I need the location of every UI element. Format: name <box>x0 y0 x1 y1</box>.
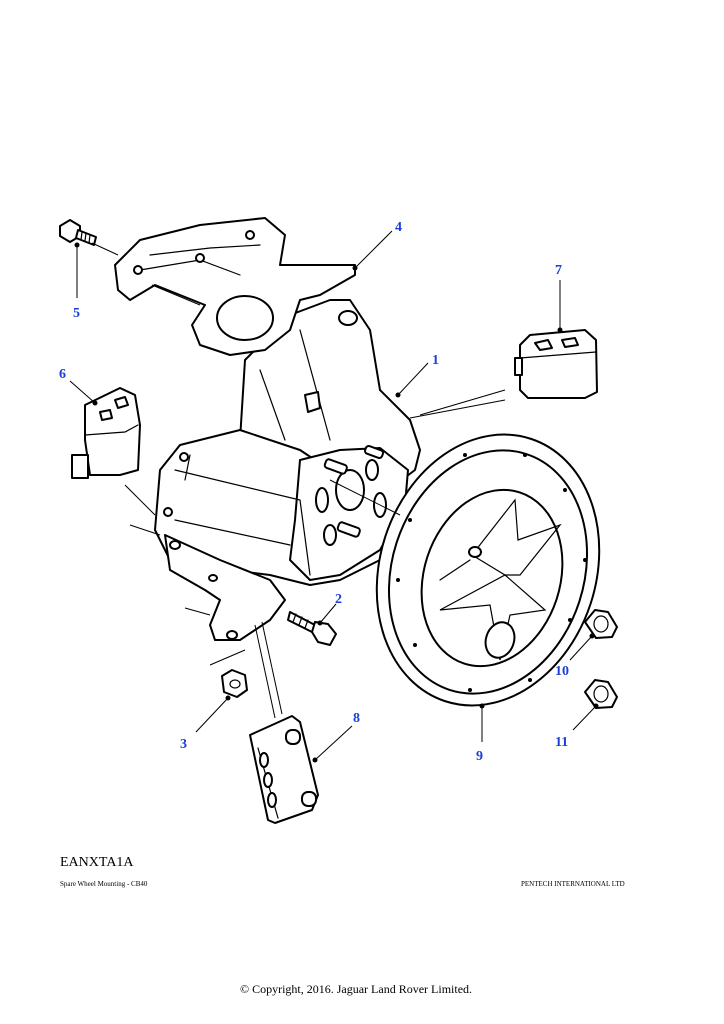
callout-5: 5 <box>73 306 80 321</box>
callout-6: 6 <box>59 367 66 382</box>
part-8-mounting-plate <box>249 715 319 824</box>
part-2-bolt <box>287 611 337 646</box>
part-10-wheel-nut <box>584 609 618 639</box>
callout-labels: 1 2 3 4 5 6 7 8 9 10 11 <box>59 220 569 764</box>
callout-9: 9 <box>476 749 483 764</box>
callout-1: 1 <box>432 353 439 368</box>
assembly-guide-lines <box>91 242 506 719</box>
part-11-wheel-nut <box>584 679 618 709</box>
callout-10: 10 <box>555 664 569 679</box>
part-7-buffer <box>514 329 598 399</box>
part-4-top-clamp <box>114 217 356 356</box>
diagram-title: Spare Wheel Mounting - CB40 <box>60 880 148 888</box>
part-1-mounting-bracket <box>154 299 421 641</box>
callout-7: 7 <box>555 263 562 278</box>
callout-4: 4 <box>395 220 402 235</box>
part-3-nut <box>221 669 248 698</box>
part-5-bolt <box>59 219 97 246</box>
callout-11: 11 <box>555 735 568 750</box>
callout-2: 2 <box>335 592 342 607</box>
part-9-spare-wheel <box>375 433 601 707</box>
callout-3: 3 <box>180 737 187 752</box>
drawing-code: EANXTA1A <box>60 855 134 870</box>
copyright-notice: © Copyright, 2016. Jaguar Land Rover Lim… <box>239 982 473 996</box>
publisher-name: PENTECH INTERNATIONAL LTD <box>521 880 625 888</box>
callout-leaders <box>69 230 599 763</box>
part-6-rubber-block <box>71 387 141 479</box>
callout-8: 8 <box>353 711 360 726</box>
